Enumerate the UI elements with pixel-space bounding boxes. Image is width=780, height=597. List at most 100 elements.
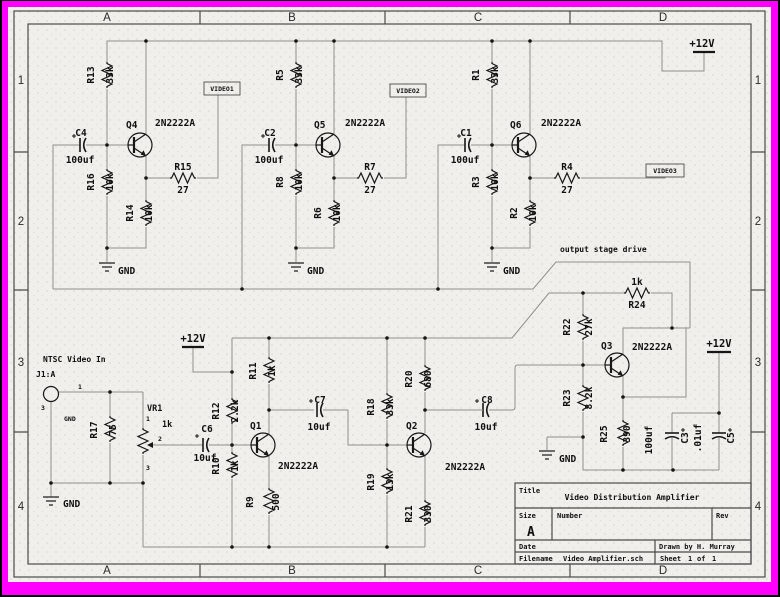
vr1-pin3-label: 3	[146, 464, 150, 472]
zone-col-a-bottom: A	[103, 565, 111, 577]
zone-col-a-top: A	[103, 12, 111, 24]
video2-net-label: VIDEO2	[396, 87, 420, 95]
c6-ref: C6	[201, 424, 213, 435]
zone-row-2-left: 2	[18, 216, 24, 228]
junction-dots	[49, 39, 721, 549]
zone-col-c-top: C	[474, 12, 482, 24]
r15-value: 27	[177, 185, 188, 196]
zone-col-c-bottom: C	[474, 565, 482, 577]
output-stage-2: R5 33k R8 10k R6 10k R7 27 C2 100uf Q5 2…	[255, 61, 427, 277]
c7-value: 10uf	[308, 422, 331, 433]
c2-ref: C2	[264, 128, 275, 139]
r20-ref: R20	[404, 370, 415, 387]
r4-value: 27	[561, 185, 572, 196]
r19-value: 13k	[385, 473, 396, 490]
r10-ref: R10	[211, 457, 222, 474]
r13-ref: R13	[86, 66, 97, 83]
r11-value: 1k	[267, 365, 278, 377]
driver-section: +12V 1k R24 R22 27k R23 8.2k R25 390 Q3 …	[425, 277, 737, 471]
r12-ref: R12	[211, 402, 222, 419]
number-label: Number	[557, 512, 582, 520]
zone-col-d-bottom: D	[659, 565, 667, 577]
output-stage-drive-note: output stage drive	[560, 244, 647, 254]
r18-ref: R18	[366, 398, 377, 415]
stage1-gnd-label: GND	[118, 266, 135, 277]
r5-value: 33k	[294, 66, 305, 83]
c5-ref: C5	[726, 432, 737, 444]
r4-ref: R4	[561, 162, 573, 173]
r7-value: 27	[364, 185, 375, 196]
r12-value: 2.2k	[230, 399, 241, 422]
driver-gnd-label: GND	[559, 454, 576, 465]
c7-ref: C7	[314, 395, 325, 406]
title-label: Title	[519, 487, 540, 495]
title-block: Title Video Distribution Amplifier Size …	[514, 482, 752, 565]
stage2-gnd-label: GND	[307, 266, 324, 277]
amp-section-wires	[50, 338, 426, 548]
j1-pin3-label: 3	[41, 404, 45, 412]
zone-row-4-left: 4	[18, 501, 25, 513]
q5-type: 2N2222A	[345, 118, 385, 129]
c2-value: 100uf	[255, 155, 284, 166]
video2-net-box	[389, 83, 427, 98]
q1-type: 2N2222A	[278, 461, 318, 472]
r15-ref: R15	[174, 162, 191, 173]
r23-value: 8.2k	[584, 386, 595, 409]
size-label: Size	[519, 512, 536, 520]
video3-net-box	[645, 163, 685, 178]
input-network: R17 75 VR1 1k 1 2 3 C6 10uf	[89, 404, 217, 472]
q6-type: 2N2222A	[541, 118, 581, 129]
vr1-value: 1k	[162, 420, 172, 430]
r2-value: 10k	[528, 204, 539, 221]
rev-label: Rev	[716, 512, 729, 520]
r20-value: 680	[423, 370, 434, 387]
v12-right-label: +12V	[706, 338, 732, 350]
q6-ref: Q6	[510, 120, 522, 131]
video1-net-box	[203, 81, 241, 96]
q4-ref: Q4	[126, 120, 138, 131]
zone-col-b-bottom: B	[288, 565, 296, 577]
r13-value: 33k	[105, 66, 116, 83]
r22-value: 27k	[584, 318, 595, 335]
zone-row-1-right: 1	[755, 75, 761, 87]
r24-ref: R24	[628, 300, 645, 311]
r25-value: 390	[622, 425, 633, 442]
q3-ref: Q3	[601, 341, 613, 352]
r16-value: 10k	[105, 173, 116, 190]
input-gnd-label: GND	[63, 499, 80, 510]
r21-value: 330	[423, 505, 434, 522]
filename-value: Video Amplifier.sch	[563, 555, 643, 563]
r8-ref: R8	[275, 176, 286, 188]
vr1-pin2-label: 2	[158, 435, 162, 443]
amplifier: +12V R12 2.2k R10 1k R11 1k R9 500 Q1 2N…	[180, 292, 624, 527]
r21-ref: R21	[404, 505, 415, 522]
zone-row-3-right: 3	[755, 357, 761, 369]
c1-value: 100uf	[451, 155, 480, 166]
r2-ref: R2	[509, 207, 520, 218]
r3-ref: R3	[471, 176, 482, 188]
j1-pin1-label: 1	[78, 383, 82, 391]
q4-type: 2N2222A	[155, 118, 195, 129]
output-stage-1: R13 33k R16 10k R14 10k R15 27 C4 100uf …	[66, 61, 241, 277]
r10-value: 1k	[230, 460, 241, 472]
r3-value: 10k	[490, 173, 501, 190]
drawing-title: Video Distribution Amplifier	[565, 492, 700, 502]
vr1-pin1-label: 1	[146, 415, 150, 423]
output-stage-3: R1 33k R3 10k R2 10k R4 27 C1 100uf Q6 2…	[451, 61, 685, 277]
vr1-wiper-arrow	[147, 442, 153, 448]
zone-row-3-left: 3	[18, 357, 24, 369]
c5-value: .01uf	[693, 423, 704, 452]
r18-value: 33k	[385, 398, 396, 415]
size-value: A	[527, 525, 535, 540]
c4-ref: C4	[75, 128, 87, 139]
video3-net-label: VIDEO3	[653, 167, 677, 175]
ntsc-video-in-label: NTSC Video In	[43, 354, 106, 364]
q1-ref: Q1	[250, 421, 262, 432]
zone-col-b-top: B	[288, 12, 296, 24]
c3-value: 100uf	[644, 425, 655, 454]
q5-ref: Q5	[314, 120, 326, 131]
c3-ref: C3	[680, 432, 691, 444]
r9-value: 500	[271, 493, 282, 510]
vr1-ref: VR1	[147, 404, 162, 414]
